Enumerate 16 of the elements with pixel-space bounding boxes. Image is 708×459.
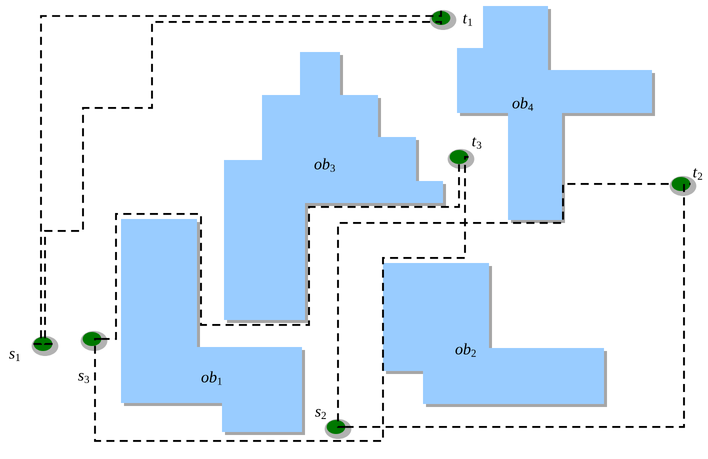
- path-line: [102, 164, 460, 340]
- point-marker: [430, 10, 456, 30]
- point-label: s$_{3}$: [78, 372, 90, 384]
- obstacle: ob$_{3}$: [224, 52, 446, 323]
- path-line: [94, 156, 470, 442]
- point-marker: [80, 331, 108, 351]
- point-marker: [32, 336, 58, 356]
- obstacle: ob$_{2}$: [383, 263, 607, 407]
- point-label: s$_{2}$: [315, 409, 326, 419]
- point-marker: [670, 176, 696, 196]
- point-label: t$_{1}$: [463, 14, 472, 26]
- point-marker: [324, 419, 352, 439]
- point-marker: [448, 149, 474, 169]
- point-label: t$_{3}$: [472, 137, 482, 149]
- point-label: t$_{2}$: [693, 168, 702, 180]
- point-label: s$_{1}$: [9, 351, 20, 361]
